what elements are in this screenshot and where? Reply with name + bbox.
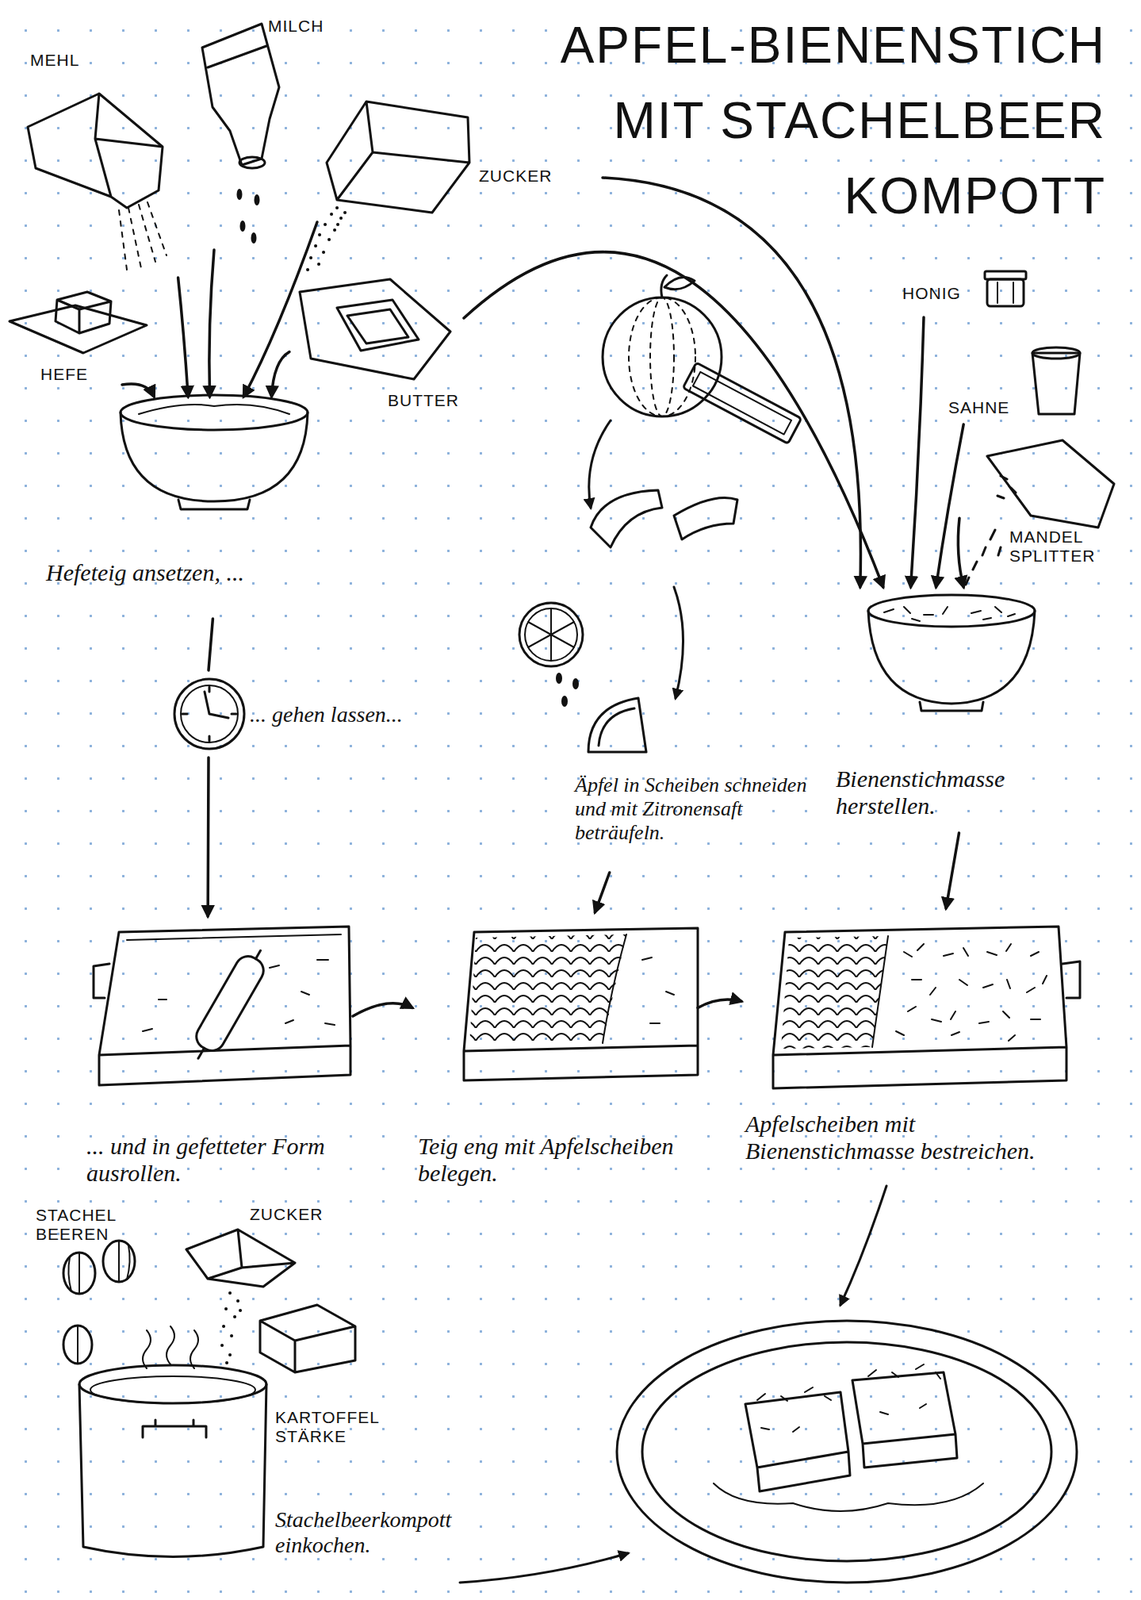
flow-arrow	[594, 872, 609, 912]
step-illustration: Apfelscheiben mit Bienenstichmasse bestr…	[741, 907, 1095, 1174]
step-text: ... gehen lassen...	[249, 701, 437, 728]
ingredient-label: ZUCKER	[249, 1204, 337, 1224]
ingredient-item: KARTOFFEL STÄRKE	[253, 1288, 389, 1448]
cream-cup	[1032, 347, 1080, 414]
yeast-cube	[9, 291, 147, 353]
baking-tray-rolling	[93, 926, 351, 1085]
step-illustration: Äpfel in Scheiben schneiden und mit Zitr…	[507, 277, 817, 873]
step-text: Teig eng mit Apfelscheiben belegen.	[417, 1132, 696, 1187]
clock	[174, 678, 245, 749]
serving-arrows	[459, 1185, 887, 1582]
ingredient-item: ZUCKER	[178, 1201, 326, 1321]
milk-bottle	[202, 23, 280, 244]
flow-arrow	[122, 383, 154, 397]
butter-block	[299, 279, 451, 380]
step-text: Apfelscheiben mit Bienenstichmasse bestr…	[745, 1110, 1055, 1164]
flow-arrow	[206, 757, 210, 916]
step-illustration: Stachelbeerkompott einkochen.	[71, 1363, 468, 1594]
ingredient-label: STACHEL BEEREN	[35, 1205, 135, 1244]
flow-arrow	[208, 618, 213, 671]
gooseberries	[63, 1240, 135, 1364]
ingredient-label: HEFE	[40, 364, 112, 384]
step-text: Äpfel in Scheiben schneiden und mit Zitr…	[574, 773, 809, 845]
step-text: Stachelbeerkompott einkochen.	[275, 1506, 466, 1558]
ingredient-item: HONIG	[895, 261, 1035, 318]
ingredient-label: MANDEL SPLITTER	[1009, 527, 1117, 566]
dough-bowl	[120, 394, 308, 510]
flow-arrow	[243, 222, 318, 397]
cooking-pot	[79, 1325, 267, 1557]
step-illustration: ... gehen lassen...	[158, 670, 437, 758]
step-text: Bienenstichmasse herstellen.	[835, 765, 1062, 820]
ingredient-label: MILCH	[268, 16, 340, 36]
ingredient-item: HEFE	[7, 285, 151, 385]
ingredient-item: MEHL	[15, 39, 191, 278]
flow-arrow	[209, 249, 215, 397]
flour-bag	[27, 93, 167, 270]
step-illustration: Bienenstichmasse herstellen.	[832, 586, 1063, 833]
ingredient-item: MANDEL SPLITTER	[959, 424, 1130, 595]
flow-arrow	[911, 317, 924, 587]
step-text: Hefeteig ansetzen, ...	[45, 559, 348, 586]
ingredient-item: STACHEL BEEREN	[31, 1201, 167, 1392]
ingredient-label: SAHNE	[948, 398, 1028, 418]
sugar-bag-small	[186, 1229, 295, 1363]
ingredient-item: MILCH	[182, 11, 341, 250]
ingredient-label: KARTOFFEL STÄRKE	[275, 1407, 395, 1446]
honey-jar	[984, 271, 1027, 307]
ingredient-item: SAHNE	[943, 340, 1087, 425]
step-illustration: Teig eng mit Apfelscheiben belegen.	[412, 911, 698, 1202]
flow-arrow	[957, 517, 964, 587]
ingredient-item: BUTTER	[289, 277, 464, 413]
baking-tray-topped	[773, 926, 1080, 1088]
flow-arrow	[697, 999, 742, 1008]
flow-arrow	[936, 424, 965, 587]
topping-bowl	[868, 594, 1035, 711]
starch-box	[260, 1304, 356, 1372]
ingredient-label: ZUCKER	[478, 166, 575, 186]
title: APFEL-BIENENSTICH MIT STACHELBEER KOMPOT…	[471, 7, 1107, 234]
flow-arrow	[178, 277, 189, 397]
step-illustration: Hefeteig ansetzen, ...	[39, 396, 349, 619]
sugar-bag	[307, 101, 470, 270]
ingredient-item: ZUCKER	[317, 79, 603, 238]
baking-tray-apples	[463, 927, 698, 1080]
flow-arrow	[602, 177, 861, 587]
step-text: ... und in gefetteter Form ausrollen.	[86, 1132, 349, 1187]
flow-arrow	[271, 352, 291, 398]
flow-arrow	[352, 1003, 413, 1016]
serving-plate	[616, 1320, 1077, 1582]
step-illustration: ... und in gefetteter Form ausrollen.	[79, 915, 353, 1202]
flow-arrow	[945, 832, 959, 908]
ingredient-label: BUTTER	[387, 390, 475, 410]
flow-arrow	[463, 252, 884, 587]
apple-cutting	[519, 275, 802, 752]
ingredient-label: MEHL	[30, 50, 102, 70]
ingredient-label: HONIG	[902, 283, 982, 303]
